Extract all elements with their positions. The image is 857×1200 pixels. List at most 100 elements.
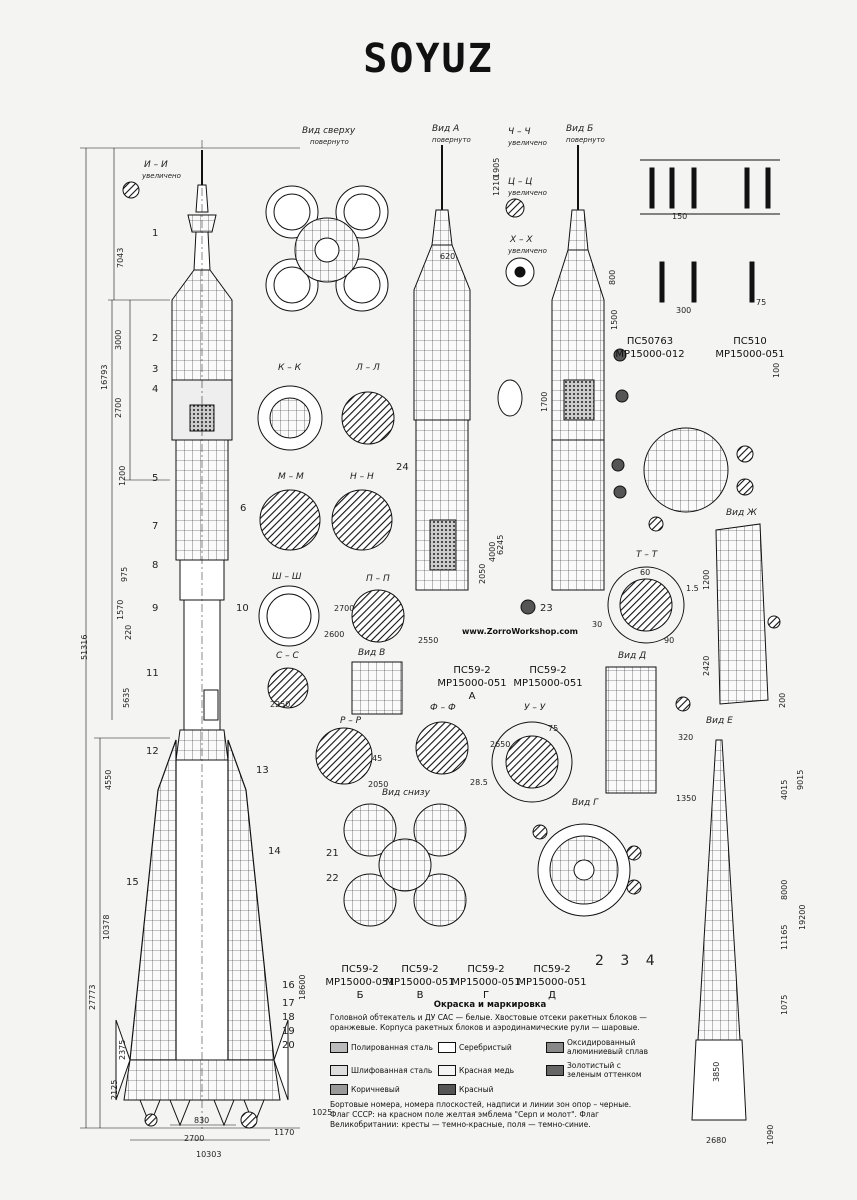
dimension-24: 4015 [780,779,789,800]
label-view-g: Вид Г [572,798,599,808]
label-view-a-sub: повернуто [432,136,471,144]
dimension-41: 1700 [540,391,549,412]
view-b-rocket [551,145,605,591]
dimension-60: 1.5 [686,584,699,593]
dimension-39: 6245 [496,534,505,555]
legend-heading: Окраска и маркировка [433,1000,547,1010]
part-number-21: 21 [326,848,339,859]
dimension-47: 100 [772,362,781,378]
dimension-19: 2125 [110,1079,119,1100]
label-ff: Ф – Ф [430,703,456,713]
part-code-7: ПС59-2 [529,665,567,676]
dimension-0: 51316 [80,634,89,660]
detail-icons [122,181,781,1129]
dimension-14: 10303 [196,1150,222,1159]
part-number-2: 2 [152,333,159,344]
dimension-23: 19200 [798,904,807,930]
legend-label-6: Коричневый [351,1085,400,1094]
part-code-14: В [416,990,424,1001]
legend-item-7: Красный [438,1084,542,1095]
part-code-10: МР15000-051 [325,977,395,988]
label-view-b: Вид Б [566,124,594,134]
dimension-18: 1170 [274,1128,295,1137]
dimension-43: 800 [608,269,617,285]
dimension-9: 975 [120,566,129,582]
dimension-10: 220 [124,624,133,640]
legend-label-0: Полированная сталь [351,1042,433,1052]
label-view-zh: Вид Ж [726,508,757,518]
legend-swatch-1 [438,1041,456,1053]
part-code-2: ПС510 [733,336,767,347]
legend-paragraph-1: Головной обтекатель и ДУ САС — белые. Хв… [330,1013,647,1032]
page-numbers: 2 3 4 [595,953,661,969]
label-mm: М – М [278,472,304,482]
label-top-view-sub: повернуто [310,138,349,146]
part-number-19: 19 [282,1026,295,1037]
part-number-14: 14 [268,846,281,857]
dimension-46: 75 [756,298,767,307]
label-tt: Т – Т [636,550,658,560]
part-code-3: МР15000-051 [715,349,785,360]
label-rr: Р – Р [340,716,362,726]
legend-swatch-2 [546,1041,564,1053]
dimension-20: 2375 [118,1039,127,1060]
detail-boxes [351,523,769,794]
legend-item-1: Серебристый [438,1038,542,1056]
legend-item-3: Шлифованная сталь [330,1061,434,1079]
label-view-d: Вид Д [618,651,647,661]
part-code-20: Д [548,990,556,1001]
part-code-15: ПС59-2 [467,964,505,975]
paint-legend: Окраска и маркировка Головной обтекатель… [330,1000,650,1133]
dimension-54: 30 [592,620,603,629]
legend-paragraph-2: Бортовые номера, номера плоскостей, надп… [330,1100,632,1129]
label-ts-sub: увеличено [508,189,547,197]
label-top-view: Вид сверху [302,126,356,136]
part-code-16: МР15000-051 [451,977,521,988]
legend-item-5: Золотистый с зеленым оттенком [546,1061,650,1079]
label-ii-sub: увеличено [142,172,181,180]
label-pp: П – П [366,574,390,584]
legend-label-7: Красный [459,1085,494,1094]
part-number-3: 3 [152,364,159,375]
dimension-21: 11165 [780,924,789,950]
top-view-cluster [265,185,389,312]
label-ch-sub: увеличено [508,139,547,147]
label-ii: И – И [144,160,168,170]
legend-swatch-7 [438,1084,456,1095]
part-number-18: 18 [282,1012,295,1023]
part-number-1: 1 [152,228,159,239]
legend-item-0: Полированная сталь [330,1038,434,1056]
view-g-circle [537,823,631,917]
label-kk: К – К [278,363,302,373]
dimension-25: 9015 [796,769,805,790]
dimension-58: 90 [664,636,675,645]
part-number-5: 5 [152,473,159,484]
dimension-7: 1200 [118,465,127,486]
label-nn: Н – Н [350,472,374,482]
part-number-12: 12 [146,746,159,757]
label-view-e: Вид Е [706,716,733,726]
legend-label-1: Серебристый [459,1042,512,1052]
part-code-1: МР15000-012 [615,349,685,360]
dimension-50: 2250 [270,700,291,709]
dimension-15: 2700 [184,1134,205,1143]
dimension-13: 18600 [298,974,307,1000]
main-rocket-side-view [115,140,289,1130]
dimension-27: 1075 [780,994,789,1015]
dimension-36: 1210 [492,175,501,196]
website-credit: www.ZorroWorkshop.com [462,627,578,636]
part-number-8: 8 [152,560,159,571]
dimension-30: 2680 [706,1136,727,1145]
dimension-5: 3000 [114,329,123,350]
part-number-9: 9 [152,603,159,614]
dimension-11: 5635 [122,687,131,708]
legend-label-5: Золотистый с зеленым оттенком [567,1061,642,1079]
page-title: SOYUZ [363,36,494,82]
part-code-8: МР15000-051 [513,678,583,689]
legend-item-4: Красная медь [438,1061,542,1079]
dimension-32: 2420 [702,655,711,676]
dimension-42: 1500 [610,309,619,330]
part-number-17: 17 [282,998,295,1009]
